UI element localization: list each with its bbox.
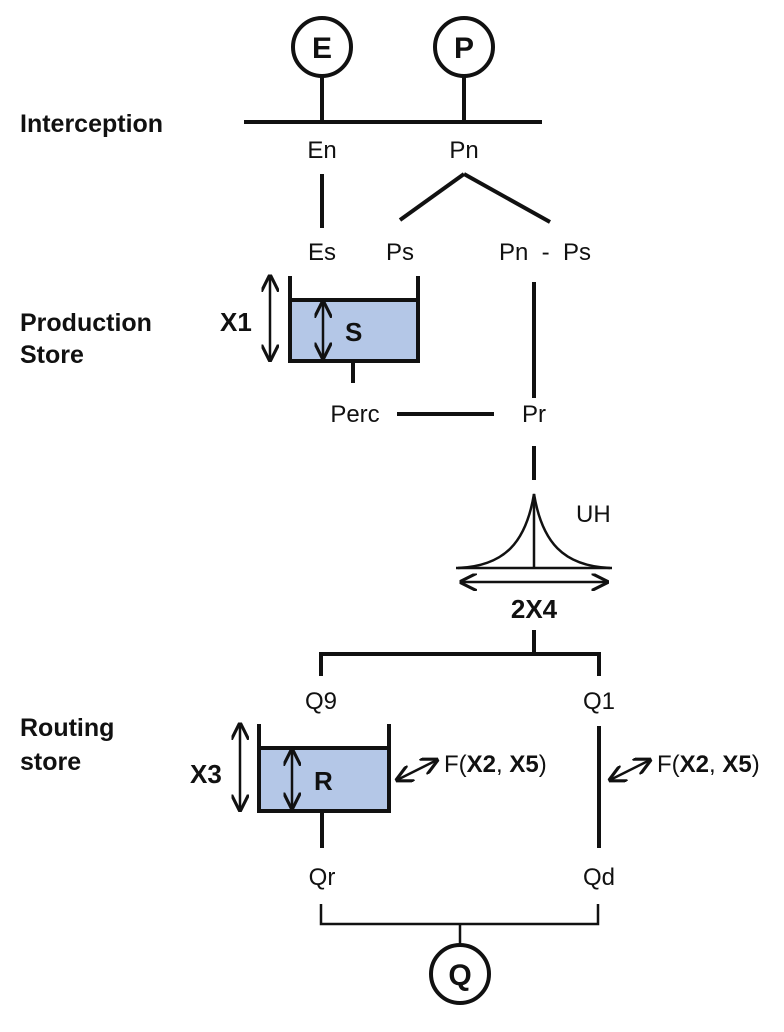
perc-label: Perc [330,401,379,428]
routing-store-water [259,748,389,810]
qr-label: Qr [309,864,336,891]
x1-param: X1 [220,307,252,337]
uh-label: UH [576,501,611,528]
pn-minus-ps-label: Pn - Ps [499,239,591,266]
pn-ps-branch [398,172,466,222]
production-title-line2: Store [20,341,84,369]
r-label: R [314,766,333,796]
production-store-water [290,300,418,360]
q1-label: Q1 [583,688,615,715]
es-label: Es [308,239,336,266]
e-node [291,16,353,78]
p-node [433,16,495,78]
q9-label: Q9 [305,688,337,715]
q-node [429,943,491,1005]
qd-label: Qd [583,864,615,891]
s-label: S [345,317,362,347]
pn-label: Pn [449,137,478,164]
q-label: Q [448,959,471,992]
production-title-line1: Production [20,309,152,337]
exchange-direct: F(X2, X5) [657,751,760,778]
routing-title-line2: store [20,748,81,776]
split-line [319,652,601,676]
p-label: P [454,32,474,65]
en-label: En [307,137,336,164]
routing-title-line1: Routing [20,714,114,742]
exchange-routing: F(X2, X5) [444,751,547,778]
2x4-param: 2X4 [511,594,558,624]
ps-label: Ps [386,239,414,266]
pn-net-branch [463,172,551,224]
interception-title: Interception [20,110,163,138]
exchange-arrow-direct [610,760,650,780]
pr-label: Pr [522,401,546,428]
e-label: E [312,32,332,65]
combine-line [319,904,600,926]
exchange-arrow-routing [397,760,437,780]
x3-param: X3 [190,759,222,789]
